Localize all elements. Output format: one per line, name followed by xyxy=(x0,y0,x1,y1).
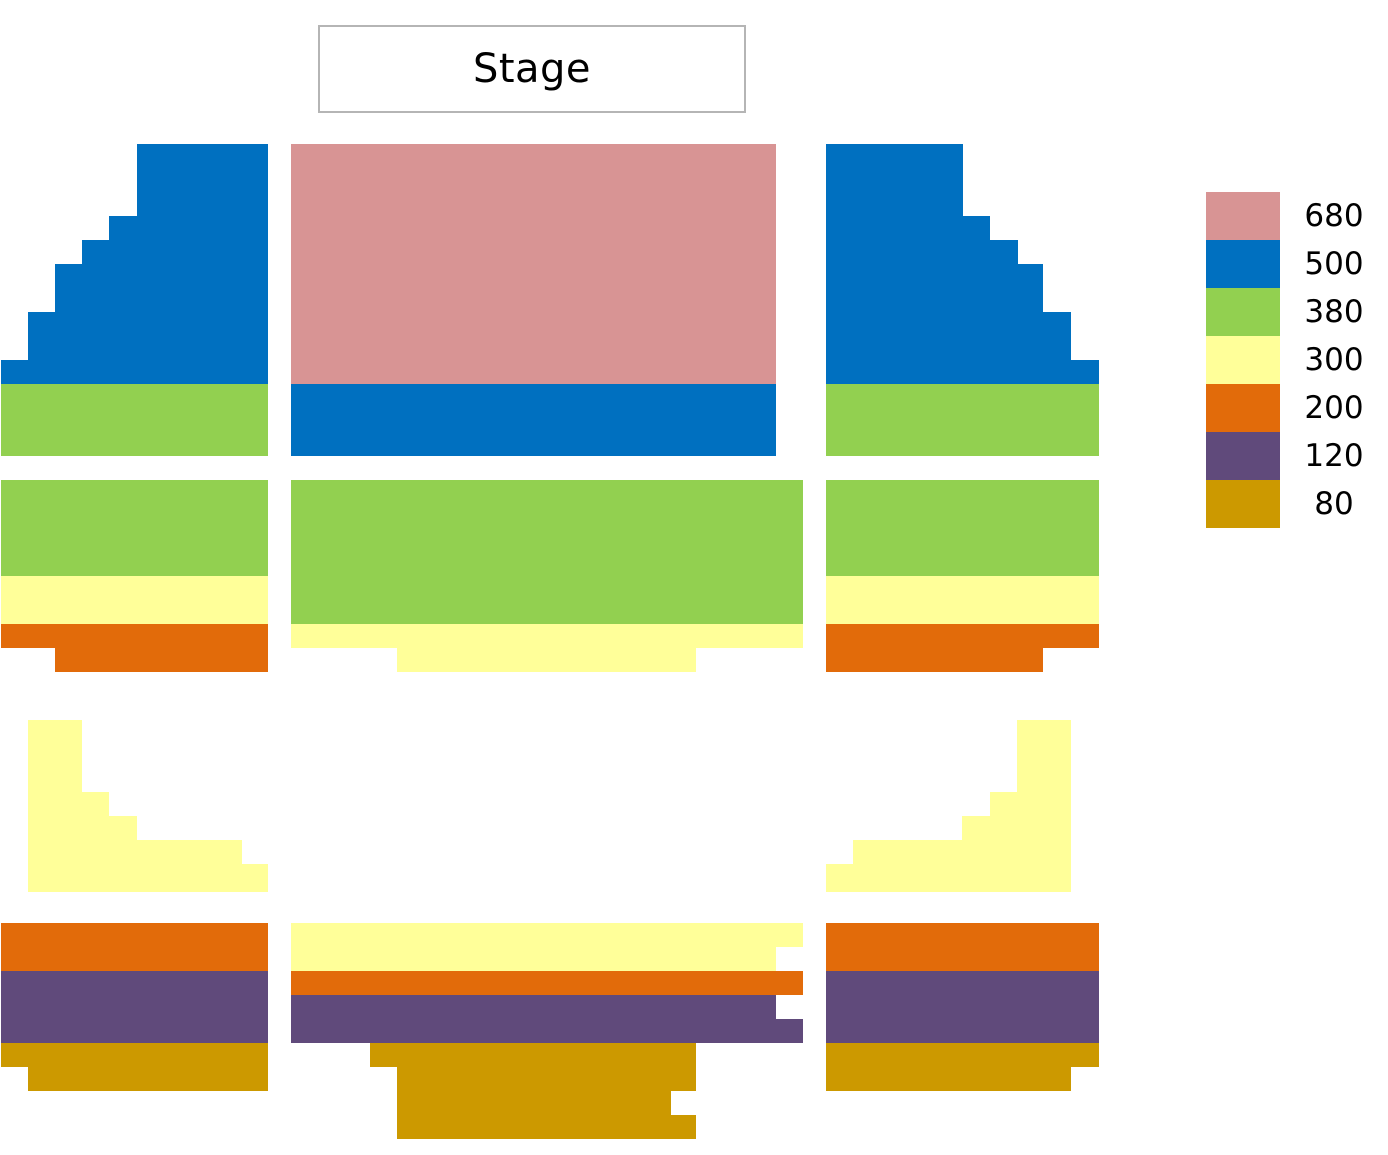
seat-block-300[interactable] xyxy=(291,947,776,971)
price-legend: 680 500 380 300 200 120 80 xyxy=(1206,192,1376,528)
legend-swatch-80 xyxy=(1206,480,1280,528)
seat-block-500[interactable] xyxy=(826,240,1018,264)
legend-label-380: 380 xyxy=(1304,294,1364,330)
legend-swatch-300 xyxy=(1206,336,1280,384)
seat-block-80[interactable] xyxy=(826,1043,1099,1067)
seat-block-500[interactable] xyxy=(291,384,776,456)
legend-item-380: 380 xyxy=(1206,288,1376,336)
legend-item-120: 120 xyxy=(1206,432,1376,480)
seat-block-300[interactable] xyxy=(962,816,1071,840)
section-middle-left[interactable] xyxy=(1,480,268,672)
seat-block-500[interactable] xyxy=(28,312,268,360)
section-middle-right[interactable] xyxy=(826,480,1099,672)
seat-block-300[interactable] xyxy=(28,840,242,864)
seat-block-680[interactable] xyxy=(291,144,776,384)
seat-block-200[interactable] xyxy=(826,624,1099,648)
seat-block-300[interactable] xyxy=(853,840,1071,864)
legend-item-500: 500 xyxy=(1206,240,1376,288)
section-rear-left[interactable] xyxy=(1,923,268,1091)
seat-block-300[interactable] xyxy=(826,864,1071,892)
seat-block-300[interactable] xyxy=(28,792,109,816)
seat-block-300[interactable] xyxy=(826,576,1099,624)
seat-block-120[interactable] xyxy=(291,1019,803,1043)
seat-block-300[interactable] xyxy=(291,624,803,648)
section-front-center[interactable] xyxy=(291,144,776,456)
seat-block-120[interactable] xyxy=(826,971,1099,1043)
section-front-left-wing[interactable] xyxy=(1,144,268,456)
seat-block-500[interactable] xyxy=(55,264,268,312)
seat-block-380[interactable] xyxy=(826,480,1099,576)
seat-block-200[interactable] xyxy=(291,971,803,995)
seat-block-500[interactable] xyxy=(1,360,268,384)
section-middle-center[interactable] xyxy=(291,480,803,672)
seat-block-300[interactable] xyxy=(1017,720,1071,792)
legend-label-300: 300 xyxy=(1304,342,1364,378)
seat-block-300[interactable] xyxy=(28,816,137,840)
legend-label-500: 500 xyxy=(1304,246,1364,282)
seat-block-120[interactable] xyxy=(1,971,268,1043)
section-front-right-wing[interactable] xyxy=(826,144,1099,456)
seat-block-380[interactable] xyxy=(1,480,268,576)
seat-block-500[interactable] xyxy=(109,216,268,240)
seat-block-200[interactable] xyxy=(1,923,268,971)
seat-block-200[interactable] xyxy=(826,648,1043,672)
stage: Stage xyxy=(318,25,746,113)
legend-item-680: 680 xyxy=(1206,192,1376,240)
seat-block-300[interactable] xyxy=(397,648,696,672)
legend-label-80: 80 xyxy=(1314,486,1354,522)
seat-block-380[interactable] xyxy=(826,384,1099,456)
legend-label-680: 680 xyxy=(1304,198,1364,234)
seat-block-500[interactable] xyxy=(826,360,1099,384)
legend-swatch-500 xyxy=(1206,240,1280,288)
seat-block-500[interactable] xyxy=(82,240,268,264)
legend-item-200: 200 xyxy=(1206,384,1376,432)
stage-label: Stage xyxy=(472,46,592,92)
seat-block-80[interactable] xyxy=(397,1115,696,1139)
seat-block-300[interactable] xyxy=(1,576,268,624)
legend-swatch-120 xyxy=(1206,432,1280,480)
legend-item-80: 80 xyxy=(1206,480,1376,528)
legend-item-300: 300 xyxy=(1206,336,1376,384)
section-side-balcony-left[interactable] xyxy=(28,720,268,892)
seat-block-80[interactable] xyxy=(397,1067,696,1091)
legend-swatch-380 xyxy=(1206,288,1280,336)
section-rear-center[interactable] xyxy=(291,923,803,1139)
seat-block-500[interactable] xyxy=(137,144,268,216)
legend-swatch-680 xyxy=(1206,192,1280,240)
seat-block-500[interactable] xyxy=(826,216,990,240)
legend-swatch-200 xyxy=(1206,384,1280,432)
seat-block-300[interactable] xyxy=(291,923,803,947)
seat-block-300[interactable] xyxy=(990,792,1071,816)
seat-block-300[interactable] xyxy=(28,720,82,792)
seat-block-380[interactable] xyxy=(291,480,803,624)
seat-block-200[interactable] xyxy=(1,624,268,648)
seat-block-500[interactable] xyxy=(826,264,1043,312)
seat-block-200[interactable] xyxy=(55,648,268,672)
legend-label-120: 120 xyxy=(1304,438,1364,474)
section-rear-right[interactable] xyxy=(826,923,1099,1091)
seat-block-380[interactable] xyxy=(1,384,268,456)
seat-block-80[interactable] xyxy=(28,1067,268,1091)
seat-block-80[interactable] xyxy=(397,1091,671,1115)
seat-block-80[interactable] xyxy=(1,1043,268,1067)
seat-block-500[interactable] xyxy=(826,312,1071,360)
seat-block-300[interactable] xyxy=(28,864,268,892)
seat-block-500[interactable] xyxy=(826,144,963,216)
seat-block-200[interactable] xyxy=(826,923,1099,971)
legend-label-200: 200 xyxy=(1304,390,1364,426)
seat-block-80[interactable] xyxy=(370,1043,696,1067)
section-side-balcony-right[interactable] xyxy=(826,720,1071,892)
seat-block-120[interactable] xyxy=(291,995,776,1019)
seat-block-80[interactable] xyxy=(826,1067,1071,1091)
